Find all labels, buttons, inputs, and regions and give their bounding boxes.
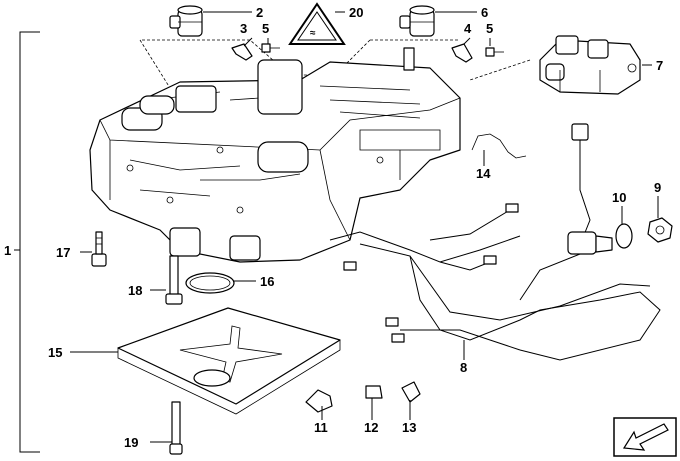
callout-18: 18 <box>128 283 142 298</box>
callout-20: 20 <box>349 5 363 20</box>
pressure-regulator-assembly <box>539 35 641 95</box>
callout-12: 12 <box>364 420 378 435</box>
callout-9: 9 <box>654 180 661 195</box>
valve-body <box>89 47 461 263</box>
callout-15: 15 <box>48 345 62 360</box>
wiring-harness <box>329 123 661 361</box>
bolt-18 <box>165 255 183 305</box>
next-page-arrow-icon[interactable] <box>613 417 677 457</box>
retaining-clip-right <box>451 43 473 63</box>
callout-16: 16 <box>260 274 274 289</box>
bolt-17 <box>91 231 107 267</box>
oil-filter <box>117 307 341 415</box>
callout-5-right: 5 <box>486 21 493 36</box>
svg-text:≈: ≈ <box>310 28 316 39</box>
callout-8: 8 <box>460 360 467 375</box>
callout-7: 7 <box>656 58 663 73</box>
callout-17: 17 <box>56 245 70 260</box>
bracket-11 <box>305 389 333 413</box>
callout-10: 10 <box>612 190 626 205</box>
callout-11: 11 <box>314 420 328 435</box>
solenoid-valve-top-middle <box>399 5 435 37</box>
clip-13 <box>401 381 421 403</box>
screw-left <box>261 43 280 53</box>
callout-1: 1 <box>4 243 11 258</box>
callout-19: 19 <box>124 435 138 450</box>
spring-clip <box>471 133 527 159</box>
assembly-bracket <box>19 31 40 453</box>
retaining-clip-left <box>231 43 253 61</box>
screw-right <box>485 47 504 57</box>
callout-4: 4 <box>464 21 472 36</box>
o-ring-large <box>185 272 235 294</box>
callout-14: 14 <box>476 166 491 181</box>
callout-6: 6 <box>481 5 488 20</box>
callout-3: 3 <box>240 21 247 36</box>
warning-triangle-icon: ≈ <box>288 2 346 45</box>
callout-2: 2 <box>256 5 263 20</box>
hex-nut <box>647 217 673 243</box>
bolt-19 <box>169 401 183 455</box>
solenoid-valve-top-left <box>169 5 203 37</box>
callout-5-left: 5 <box>262 21 269 36</box>
callout-13: 13 <box>402 420 416 435</box>
clip-12 <box>365 385 383 399</box>
o-ring-small <box>615 223 633 249</box>
